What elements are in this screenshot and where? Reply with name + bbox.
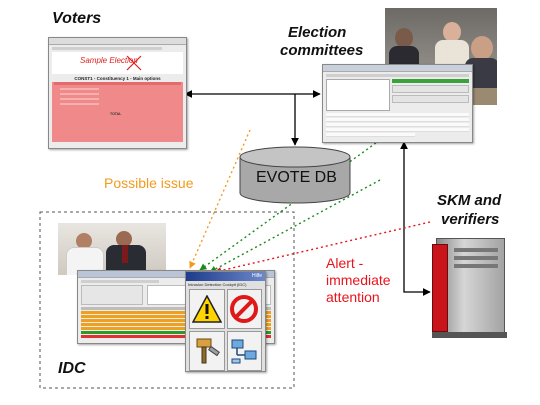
- skm-committees-arrow: [400, 141, 431, 296]
- voters-label: Voters: [52, 10, 102, 27]
- network-button[interactable]: [226, 331, 262, 371]
- skm-label-line2: verifiers: [441, 211, 500, 228]
- alert-label-line3: attention: [326, 289, 380, 305]
- idc-menu-help[interactable]: Hilfe: [251, 273, 262, 279]
- evote-db-cylinder: [239, 146, 351, 204]
- voters-window-titlebar: [49, 38, 186, 45]
- network-icon: [231, 339, 257, 364]
- cross-out-icon: [126, 55, 142, 71]
- evote-db-label: EVOTE DB: [256, 169, 337, 186]
- committees-label-line1: Election: [288, 24, 347, 41]
- voters-ballot-header: CONST1 - Constituency 1 - Main options: [74, 76, 161, 81]
- stop-button[interactable]: [226, 289, 262, 329]
- alert-label-line2: immediate: [326, 272, 391, 288]
- idc-cockpit-titlebar: Hilfe: [186, 272, 265, 281]
- committees-label-line2: committees: [280, 42, 364, 59]
- voters-total-label: TOTAL: [110, 112, 122, 116]
- stop-icon: [230, 295, 259, 323]
- voters-window: Sample Election CONST1 - Constituency 1 …: [48, 37, 187, 149]
- committees-window-titlebar: [323, 65, 472, 72]
- skm-server: [432, 238, 507, 338]
- committees-tree-panel: [326, 79, 390, 111]
- committees-window: [322, 64, 473, 143]
- committees-status-panel: [392, 79, 469, 111]
- idc-boundary: [39, 211, 295, 389]
- idc-photo: [58, 223, 166, 275]
- warning-button[interactable]: [189, 289, 225, 329]
- alert-label-line1: Alert -: [326, 255, 364, 271]
- alert-line: [214, 221, 431, 274]
- tools-button[interactable]: [189, 331, 225, 371]
- skm-label-line1: SKM and: [437, 192, 502, 209]
- green-link-2: [209, 179, 381, 273]
- voters-ballot-table: TOTAL: [52, 82, 183, 142]
- possible-issue-label: Possible issue: [104, 175, 194, 191]
- warning-icon: [191, 295, 222, 323]
- idc-cockpit-window: Hilfe Intrusion Detection Cockpit (IDC): [185, 271, 266, 372]
- voters-ballot-area: Sample Election: [52, 52, 183, 74]
- idc-table-titlebar: [78, 271, 274, 278]
- idc-label: IDC: [58, 360, 86, 377]
- green-link-1: [199, 139, 381, 271]
- possible-issue-line: [189, 129, 251, 269]
- idc-table-window: [77, 270, 275, 344]
- tools-icon: [196, 338, 220, 364]
- idc-cockpit-title: Intrusion Detection Cockpit (IDC): [188, 282, 247, 287]
- sample-election-watermark: Sample Election: [80, 56, 138, 65]
